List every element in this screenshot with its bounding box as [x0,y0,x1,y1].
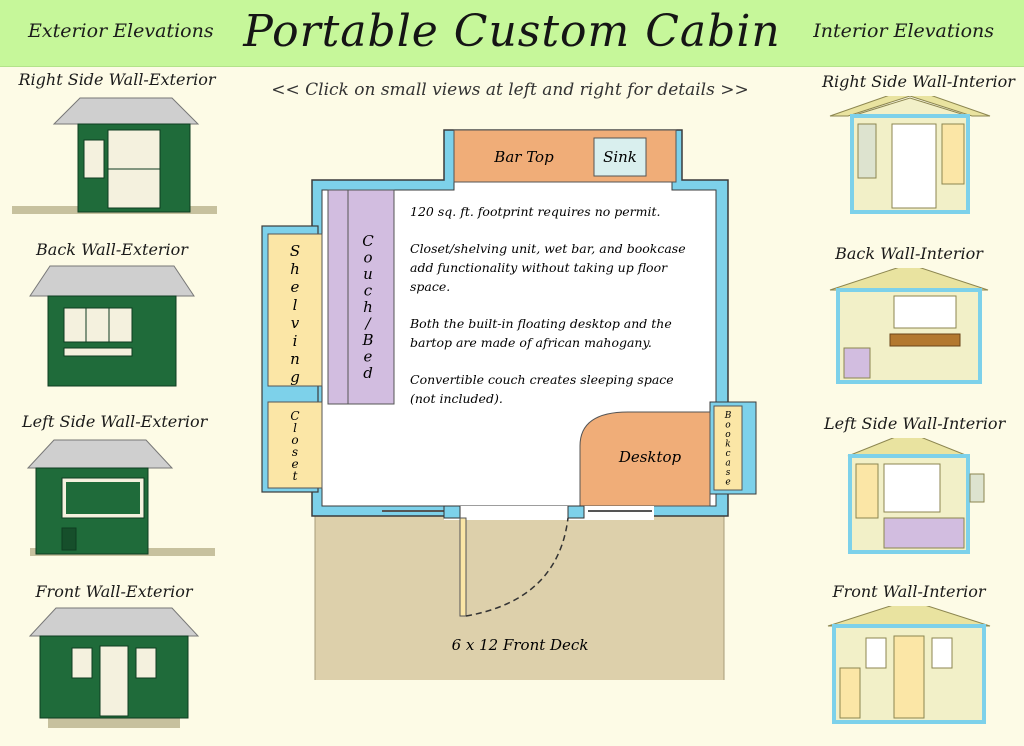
vertical-letter: l [293,421,297,435]
vertical-letter: o [363,249,372,267]
thumb-label: Right Side Wall-Interior [822,72,1015,91]
vertical-letter: h [363,298,373,316]
deck-label: 6 x 12 Front Deck [452,636,589,654]
vertical-letter: / [363,315,372,333]
sink-label: Sink [603,148,637,166]
vertical-letter: B [724,411,732,421]
thumb-back-exterior[interactable]: Back Wall-Exterior [26,240,198,390]
couch-bed [327,189,395,405]
plan-note-line: 120 sq. ft. footprint requires no permit… [410,204,660,219]
vertical-letter: e [725,478,730,488]
thumb-left-side-interior[interactable]: Left Side Wall-Interior [824,414,1006,564]
shelving-unit [267,233,323,387]
thumb-back-interior[interactable]: Back Wall-Interior [828,244,990,394]
vertical-letter: c [725,449,730,459]
left-side-exterior-drawing [26,439,215,556]
vertical-letter: e [364,348,373,366]
vertical-letter: u [363,265,373,283]
vertical-letter: n [290,350,300,368]
plan-note-line: Convertible couch creates sleeping space [410,372,674,387]
sink [593,137,647,177]
plan-note-line: bartop are made of african mahogany. [410,335,652,350]
thumb-label: Left Side Wall-Exterior [22,412,208,431]
vertical-letter: e [291,278,300,296]
thumb-label: Back Wall-Interior [835,244,983,263]
plan-note-line: Both the built-in floating desktop and t… [409,316,672,331]
thumb-label: Back Wall-Exterior [36,240,188,259]
vertical-letter: k [725,440,730,450]
thumb-label: Front Wall-Interior [832,582,986,601]
thumb-right-side-interior[interactable]: Right Side Wall-Interior [822,72,1015,222]
interior-elevations-heading: Interior Elevations [813,20,994,42]
vertical-letter: g [290,368,300,386]
vertical-letter: B [361,331,373,349]
vertical-letter: v [291,314,300,332]
plan-note-line: space. [410,279,450,294]
vertical-letter: o [291,433,298,447]
header-bar: Exterior Elevations Interior Elevations [0,0,1024,67]
right-side-exterior-drawing [12,97,217,214]
bar-top-label: Bar Top [493,148,554,166]
vertical-letter: h [290,260,300,278]
vertical-letter: S [290,242,300,260]
page-title-text: Portable Custom Cabin [243,6,781,57]
thumb-label: Front Wall-Exterior [35,582,193,601]
plan-note-line: (not included). [410,391,503,406]
floor-plan: Bar Top Sink Desktop 6 x 12 Front Deck S… [261,129,757,680]
exterior-elevations-heading: Exterior Elevations [28,20,214,42]
front-interior-drawing [827,606,991,724]
desktop [579,411,711,507]
front-deck [314,511,725,680]
vertical-letter: s [292,445,298,459]
vertical-letter: l [293,296,298,314]
page-title: Portable Custom Cabin [0,6,1024,57]
vertical-letter: o [725,421,731,431]
plan-note-line: add functionality without taking up floo… [410,260,668,275]
vertical-letter: d [363,364,373,382]
vertical-letter: c [364,282,373,300]
vertical-letter: e [291,457,298,471]
right-side-interior-drawing [829,96,991,214]
thumb-front-exterior[interactable]: Front Wall-Exterior [28,582,200,732]
front-exterior-drawing [28,607,200,728]
back-exterior-drawing [29,265,195,387]
vertical-letter: a [725,459,730,469]
thumb-left-side-exterior[interactable]: Left Side Wall-Exterior [22,412,215,564]
back-interior-drawing [829,268,989,384]
thumb-label: Right Side Wall-Exterior [18,70,216,89]
vertical-letter: C [290,409,299,423]
instructions-text: << Click on small views at left and righ… [271,80,749,100]
closet-unit [267,401,323,489]
thumb-right-side-exterior[interactable]: Right Side Wall-Exterior [12,70,222,230]
vertical-letter: s [726,468,731,478]
vertical-letter: i [293,332,298,350]
desktop-label: Desktop [618,448,682,466]
vertical-letter: t [293,469,298,483]
closet-label: Closet [290,409,299,483]
plan-note-line: Closet/shelving unit, wet bar, and bookc… [410,241,686,256]
vertical-letter: C [362,232,374,250]
vertical-letter: o [725,430,731,440]
bookcase-unit [713,405,743,491]
thumb-front-interior[interactable]: Front Wall-Interior [826,582,992,732]
left-side-interior-drawing [847,438,985,554]
plan-notes: 120 sq. ft. footprint requires no permit… [409,204,686,406]
thumb-label: Left Side Wall-Interior [824,414,1006,433]
